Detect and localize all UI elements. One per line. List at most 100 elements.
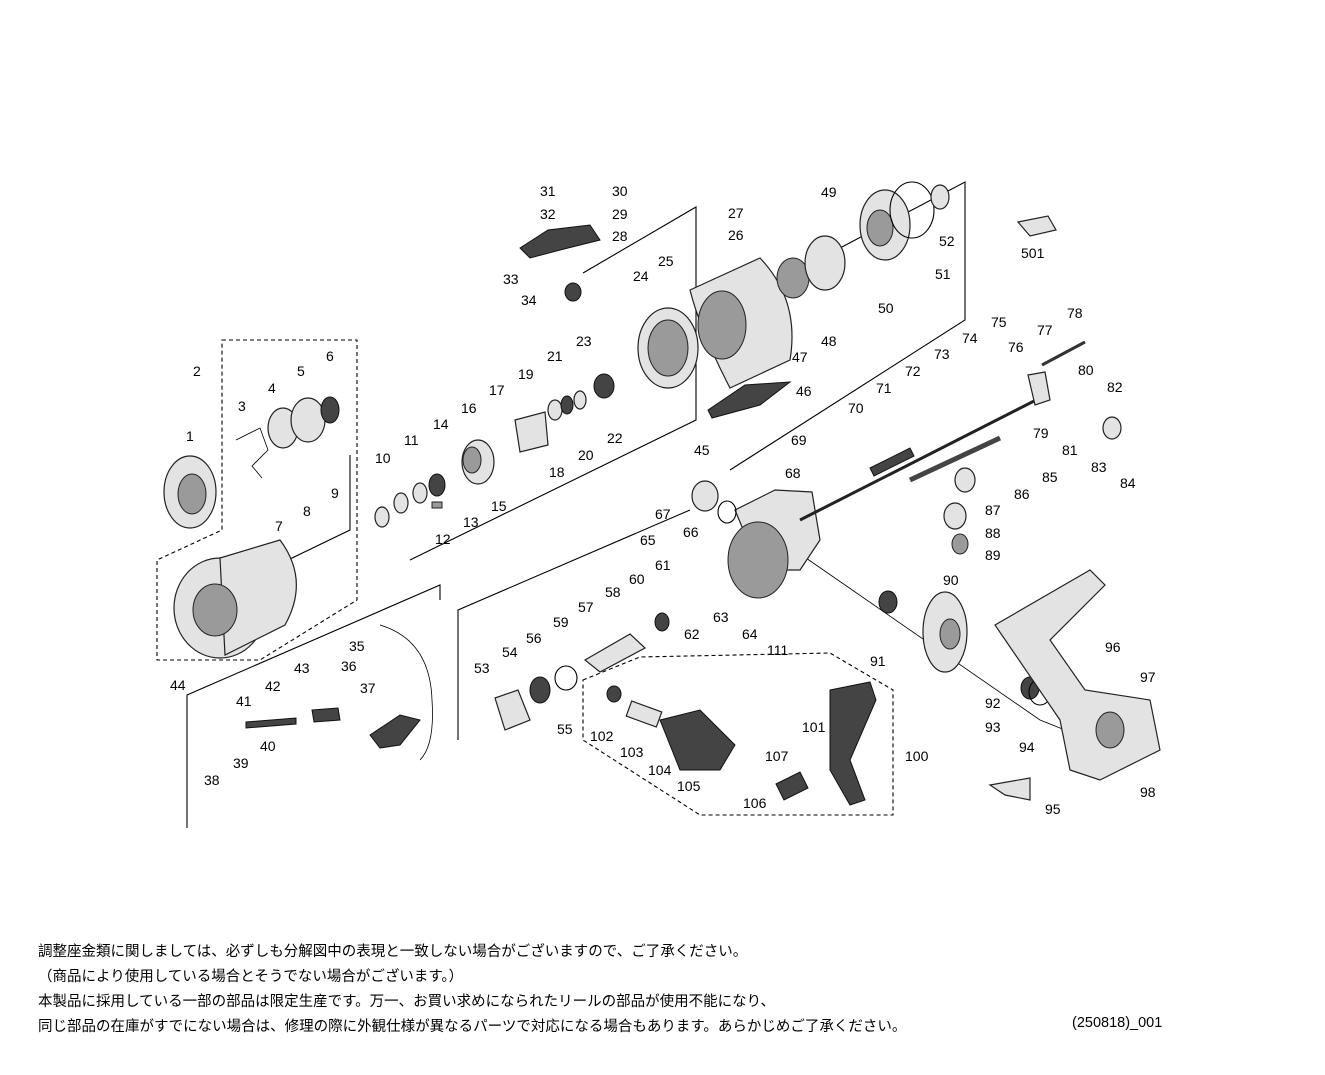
part-label: 10 [375,450,391,466]
part-label: 78 [1067,305,1083,321]
part-label: 64 [742,626,758,642]
part-label: 91 [870,653,886,669]
part-label: 13 [463,514,479,530]
washer-20-part [560,395,574,415]
note-line: 同じ部品の在庫がすでにない場合は、修理の際に外観仕様が異なるパーツで対応になる場… [38,1019,907,1035]
part-label: 21 [547,348,563,364]
part-label: 44 [170,677,186,693]
part-label: 24 [633,268,649,284]
part-label: 53 [474,660,490,676]
note-line: 本製品に採用している一部の部品は限定生産です。万一、お買い求めになられたリールの… [38,994,776,1010]
spool-dashed-frame [156,339,358,661]
spring-41-part [245,717,297,729]
part-label: 102 [590,728,614,744]
shaft-group-frame [457,509,691,740]
part-label: 22 [607,430,623,446]
part-label: 45 [694,442,710,458]
ring-59-part [554,665,578,691]
handle-arm-101-part [829,681,877,806]
part-label: 88 [985,525,1001,541]
part-label: 25 [658,253,674,269]
part-label: 11 [404,432,419,448]
part-label: 98 [1140,784,1156,800]
bushing-102-part [606,685,622,703]
part-label: 101 [802,719,826,735]
part-label: 76 [1008,339,1024,355]
washer-10b-part [393,492,409,514]
part-label: 7 [275,518,283,534]
part-label: 105 [677,778,701,794]
part-label: 43 [294,660,310,676]
part-label: 81 [1062,442,1078,458]
part-label: 72 [905,363,921,379]
bail-holder-part [369,714,421,749]
part-label: 87 [985,502,1001,518]
bushing-34-part [564,282,582,302]
note-line: （商品により使用している場合とそうでない場合がございます。） [38,969,464,985]
part-label: 85 [1042,469,1058,485]
part-label: 103 [620,744,644,760]
knob-shaft-103-part [625,700,663,728]
rotor-ring-inner-part [647,319,689,377]
part-label: 57 [578,599,594,615]
part-label: 47 [792,349,808,365]
part-label: 104 [648,762,672,778]
gear-86-part [954,467,976,493]
part-label: 50 [878,300,894,316]
part-label: 86 [1014,486,1030,502]
part-label: 73 [934,346,950,362]
part-label: 41 [236,693,252,709]
part-label: 68 [785,465,801,481]
part-label: 17 [489,382,505,398]
part-label: 48 [821,333,837,349]
part-label: 67 [655,506,671,522]
part-label: 55 [557,721,573,737]
gear-48-part [804,235,846,291]
pinion-gear-57-part [583,633,647,673]
part-label: 38 [204,772,220,788]
pin-12-part [431,501,443,509]
part-label: 37 [360,680,376,696]
part-label: 35 [349,638,365,654]
part-label: 20 [578,447,594,463]
part-label: 51 [935,266,951,282]
clutch-50-bore-part [866,209,894,247]
side-cover-bore-part [1095,711,1125,749]
gear-15-teeth-part [462,446,482,474]
collar-82-part [1102,416,1122,440]
spool-bore-part [192,583,238,637]
bearing-60-part [654,612,670,632]
washer-21-part [573,390,587,410]
washer-10a-part [374,506,390,528]
worm-shaft-70-part [869,447,915,477]
part-label: 42 [265,678,281,694]
gear-88-part [943,502,967,530]
part-label: 40 [260,738,276,754]
part-label: 82 [1107,379,1123,395]
rotor-bore-part [697,290,747,360]
bearing-56-part [529,676,551,704]
part-label: 28 [612,228,628,244]
part-label: 63 [713,609,729,625]
part-label: 26 [728,227,744,243]
part-label: 34 [521,292,537,308]
part-label: 74 [962,330,978,346]
note-line: 調整座金類に関しましては、必ずしも分解図中の表現と一致しない場合がございますので… [38,944,748,960]
part-label: 77 [1037,322,1053,338]
part-label: 56 [526,630,542,646]
part-label: 15 [491,498,507,514]
part-label: 18 [549,464,565,480]
part-label: 2 [193,363,201,379]
rotor-group-frame [409,206,697,561]
shaft-79-part [908,435,1002,483]
part-label: 89 [985,547,1001,563]
handle-knob-104-part [659,709,736,771]
part-label: 6 [326,348,334,364]
bail-wire-part [379,624,433,761]
main-shaft-part [799,396,1041,522]
part-label: 96 [1105,639,1121,655]
part-label: 71 [876,380,892,396]
part-label: 29 [612,206,628,222]
bearing-6-part [320,396,340,424]
